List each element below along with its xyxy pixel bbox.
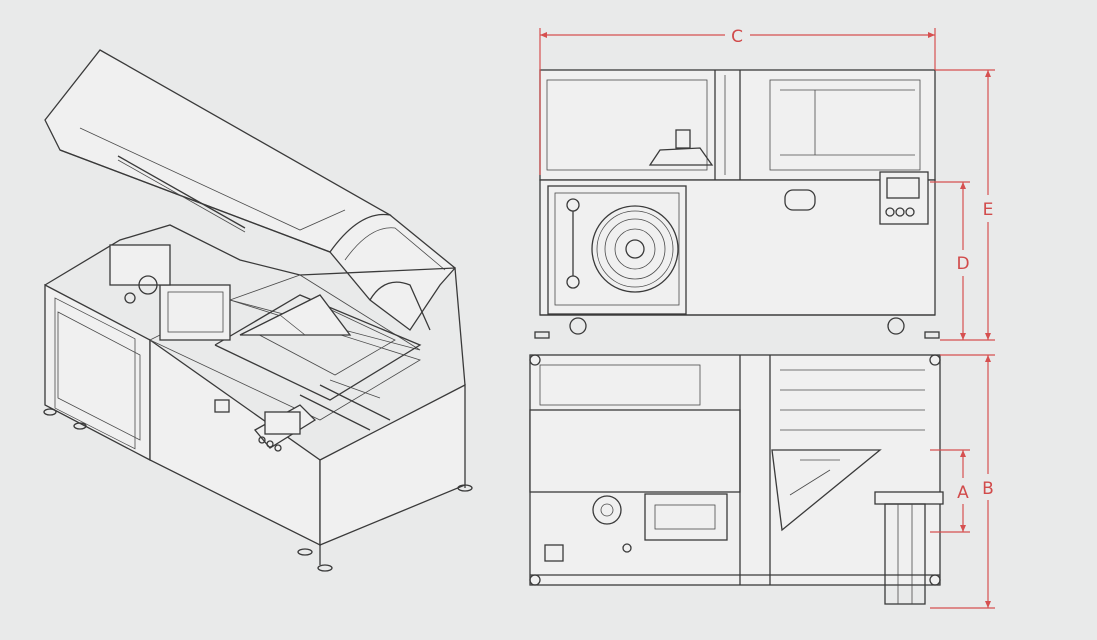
dimension-label-e: E — [983, 200, 994, 220]
dimension-c: C — [539, 27, 936, 175]
dimension-label-c: C — [731, 27, 743, 47]
dimension-label-a: A — [957, 483, 969, 503]
isometric-body — [43, 224, 473, 572]
dimension-label-b: B — [982, 479, 994, 499]
plan-view — [529, 354, 944, 605]
isometric-hood — [44, 49, 456, 331]
dimension-e: E — [935, 69, 995, 341]
dimension-d: D — [930, 181, 970, 340]
front-elevation-view — [534, 69, 940, 339]
dimension-b: B — [930, 354, 995, 609]
dimension-label-d: D — [956, 254, 969, 274]
isometric-view — [43, 49, 473, 572]
dimension-a: A — [930, 449, 970, 533]
